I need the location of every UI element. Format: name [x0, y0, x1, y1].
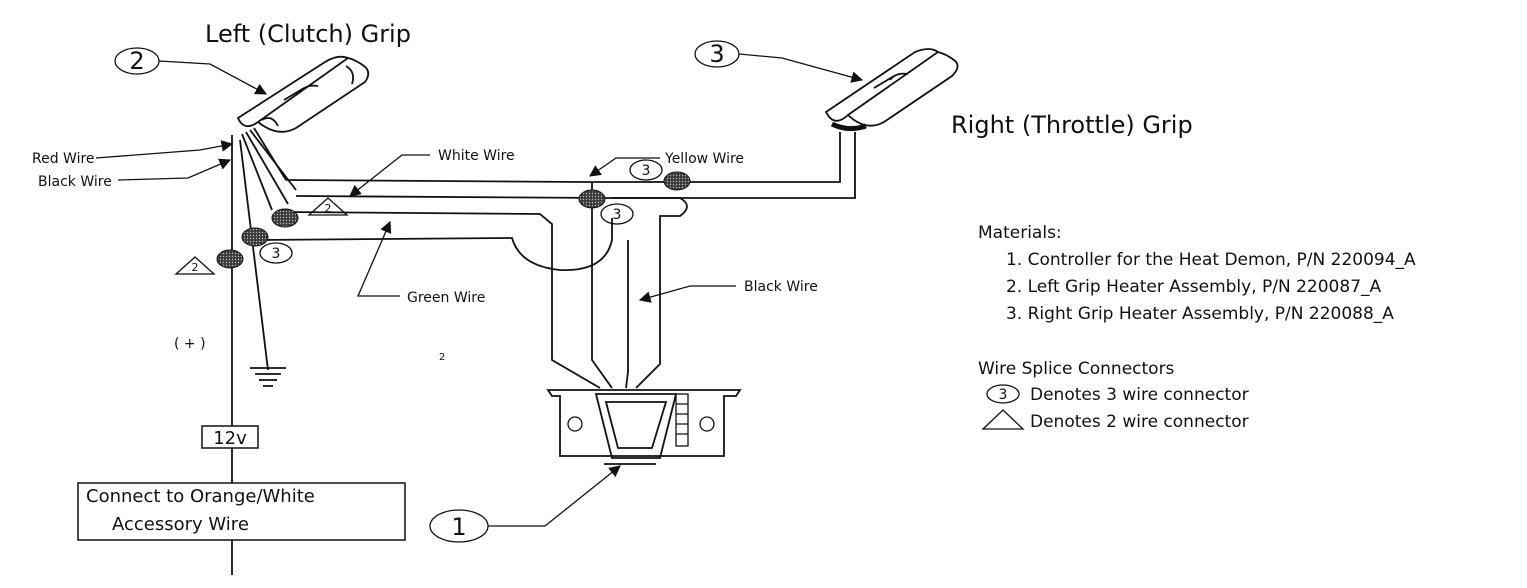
svg-text:Black Wire: Black Wire [38, 174, 112, 190]
splice-dot [271, 208, 299, 228]
svg-text:Accessory Wire: Accessory Wire [112, 514, 249, 535]
svg-text:3: 3 [642, 163, 651, 179]
polarity-label: ( + ) [174, 336, 206, 352]
callout-right-grip: 3 [694, 40, 864, 83]
svg-text:3: 3 [613, 207, 622, 223]
connector-mark-three: 3 [600, 203, 634, 225]
wire-label-yellow: Yellow Wire [589, 151, 744, 177]
connector-mark-three: 3 [259, 242, 293, 264]
left-grip-title: Left (Clutch) Grip [205, 20, 411, 48]
materials-item: 3. Right Grip Heater Assembly, P/N 22008… [1006, 304, 1394, 324]
materials-item: 2. Left Grip Heater Assembly, P/N 220087… [1006, 277, 1382, 297]
power-connection-box: Connect to Orange/White Accessory Wire [77, 482, 406, 541]
svg-text:2: 2 [192, 261, 199, 274]
wire-label-black-left: Black Wire [38, 158, 232, 190]
svg-text:Yellow Wire: Yellow Wire [664, 151, 744, 167]
svg-text:3: 3 [272, 246, 281, 262]
connector-mark-two: 2 [307, 197, 349, 216]
left-grip-drawing [236, 55, 370, 133]
legend-heading: Wire Splice Connectors [978, 359, 1175, 379]
svg-text:2: 2 [129, 47, 144, 75]
materials-heading: Materials: [978, 223, 1062, 243]
svg-text:3: 3 [709, 40, 724, 68]
legend-three-symbol: 3 [999, 387, 1008, 403]
splice-connectors [216, 171, 691, 269]
svg-text:2: 2 [325, 202, 332, 215]
svg-text:12v: 12v [213, 428, 247, 449]
splice-dot [216, 249, 244, 269]
connector-mark-three: 3 [629, 159, 663, 181]
materials-list: Materials: 1. Controller for the Heat De… [978, 223, 1416, 324]
legend-two-text: Denotes 2 wire connector [1030, 412, 1249, 432]
wire-label-green: Green Wire [357, 220, 485, 306]
wire-label-red: Red Wire [32, 140, 234, 167]
wire-harness [231, 127, 856, 575]
connector-mark-two: 2 [174, 256, 216, 275]
svg-text:Red Wire: Red Wire [32, 151, 95, 167]
materials-item: 1. Controller for the Heat Demon, P/N 22… [1006, 250, 1416, 270]
svg-text:Connect to Orange/White: Connect to Orange/White [86, 486, 315, 507]
svg-text:Green Wire: Green Wire [407, 290, 485, 306]
splice-dot [241, 227, 269, 247]
callout-left-grip: 2 [114, 47, 268, 95]
wire-label-white: White Wire [349, 148, 515, 197]
svg-text:White Wire: White Wire [438, 148, 515, 164]
wire-label-black-right: Black Wire [638, 279, 818, 303]
right-grip-title: Right (Throttle) Grip [951, 111, 1193, 139]
controller-drawing [546, 389, 742, 465]
right-grip-drawing [824, 48, 959, 132]
legend-three-text: Denotes 3 wire connector [1030, 385, 1249, 405]
stray-mark: 2 [439, 352, 445, 363]
splice-dot [578, 189, 606, 209]
voltage-box: 12v [201, 425, 259, 449]
svg-text:1: 1 [451, 513, 466, 541]
callout-controller: 1 [429, 465, 621, 543]
legend-triangle-symbol [981, 409, 1025, 430]
splice-legend: Wire Splice Connectors 3 Denotes 3 wire … [978, 359, 1249, 432]
splice-dot [663, 171, 691, 191]
svg-text:Black Wire: Black Wire [744, 279, 818, 295]
